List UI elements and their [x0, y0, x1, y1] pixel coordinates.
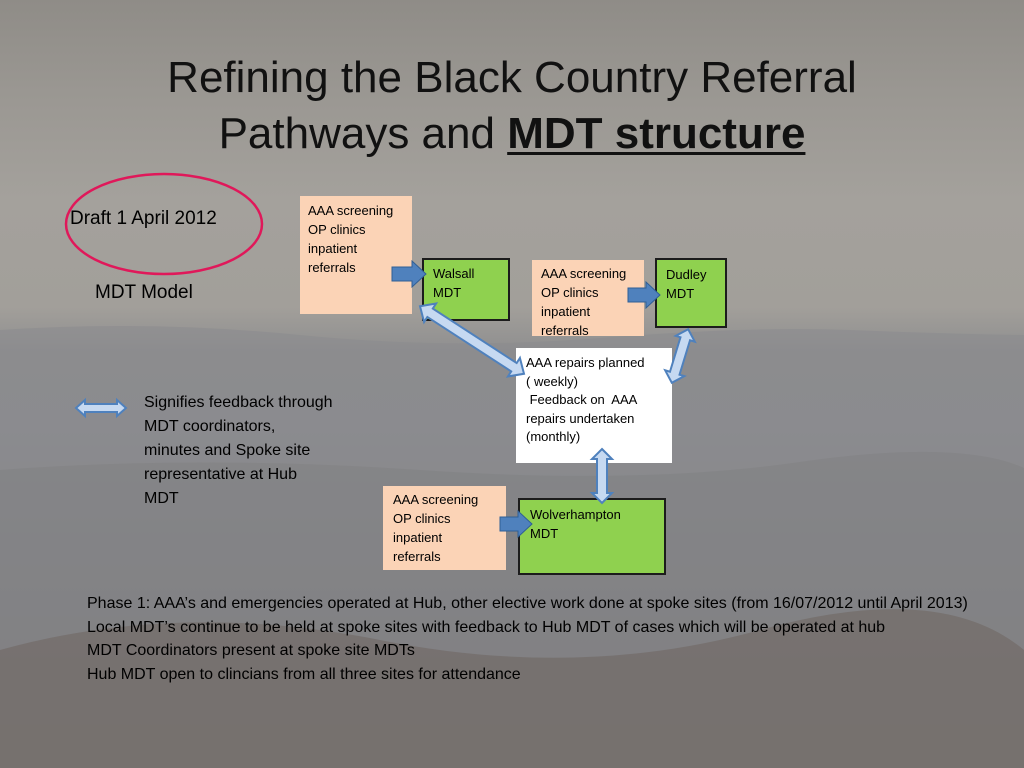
referral-line: AAA screening — [541, 266, 627, 281]
phase-line: Local MDT’s continue to be held at spoke… — [87, 618, 886, 636]
title-line-2: Pathways and MDT structure — [40, 106, 984, 162]
referral-line: inpatient — [308, 241, 358, 256]
right-arrow-icon — [627, 280, 661, 310]
referral-line: AAA screening — [308, 203, 394, 218]
referral-line: referrals — [308, 260, 356, 275]
dudley-referral-box: AAA screening OP clinics inpatient refer… — [532, 260, 644, 338]
hub-info-box: AAA repairs planned ( weekly) Feedback o… — [516, 348, 672, 463]
referral-line: inpatient — [541, 304, 591, 319]
mdt-line: Walsall — [433, 266, 475, 281]
double-headed-arrow-icon — [589, 447, 615, 505]
hub-line: Feedback on AAA — [526, 392, 638, 407]
phase-notes: Phase 1: AAA’s and emergencies operated … — [87, 592, 1007, 686]
draft-highlight-ellipse — [64, 172, 264, 276]
referral-line: OP clinics — [541, 285, 599, 300]
double-headed-arrow-icon — [663, 327, 697, 385]
phase-line: MDT Coordinators present at spoke site M… — [87, 642, 415, 659]
hub-line: AAA repairs planned — [526, 355, 645, 370]
mdt-line: Wolverhampton — [530, 507, 621, 522]
slide-title: Refining the Black Country Referral Path… — [40, 50, 984, 162]
referral-line: OP clinics — [393, 511, 451, 526]
walsall-referral-box: AAA screening OP clinics inpatient refer… — [300, 196, 412, 314]
draft-label: Draft 1 April 2012 — [70, 208, 217, 229]
legend-description: Signifies feedback through MDT coordinat… — [144, 394, 333, 507]
mdt-line: MDT — [666, 286, 695, 301]
title-line-2-plain: Pathways and — [218, 109, 508, 158]
mdt-line: MDT — [530, 526, 559, 541]
double-headed-arrow-icon — [74, 397, 128, 419]
hub-line: (monthly) — [526, 429, 581, 444]
mdt-line: Dudley — [666, 267, 707, 282]
referral-line: inpatient — [393, 530, 443, 545]
referral-line: referrals — [393, 549, 441, 564]
double-headed-arrow-icon — [418, 302, 526, 378]
model-label: MDT Model — [95, 282, 193, 303]
hub-line: repairs undertaken — [526, 410, 635, 426]
title-line-1: Refining the Black Country Referral — [167, 53, 857, 102]
wolverhampton-referral-box: AAA screening OP clinics inpatient refer… — [383, 486, 506, 570]
right-arrow-icon — [499, 509, 533, 539]
right-arrow-icon — [391, 259, 427, 289]
title-line-2-bold: MDT structure — [507, 109, 806, 158]
referral-line: AAA screening — [393, 492, 479, 507]
referral-line: referrals — [541, 323, 589, 338]
wolverhampton-mdt-box: Wolverhampton MDT — [518, 498, 666, 575]
hub-line: ( weekly) — [526, 373, 579, 389]
mdt-line: MDT — [433, 285, 462, 300]
referral-line: OP clinics — [308, 222, 366, 237]
phase-line: Phase 1: AAA’s and emergencies operated … — [87, 595, 968, 612]
phase-line: Hub MDT open to clincians from all three… — [87, 665, 521, 683]
dudley-mdt-box: Dudley MDT — [655, 258, 727, 328]
